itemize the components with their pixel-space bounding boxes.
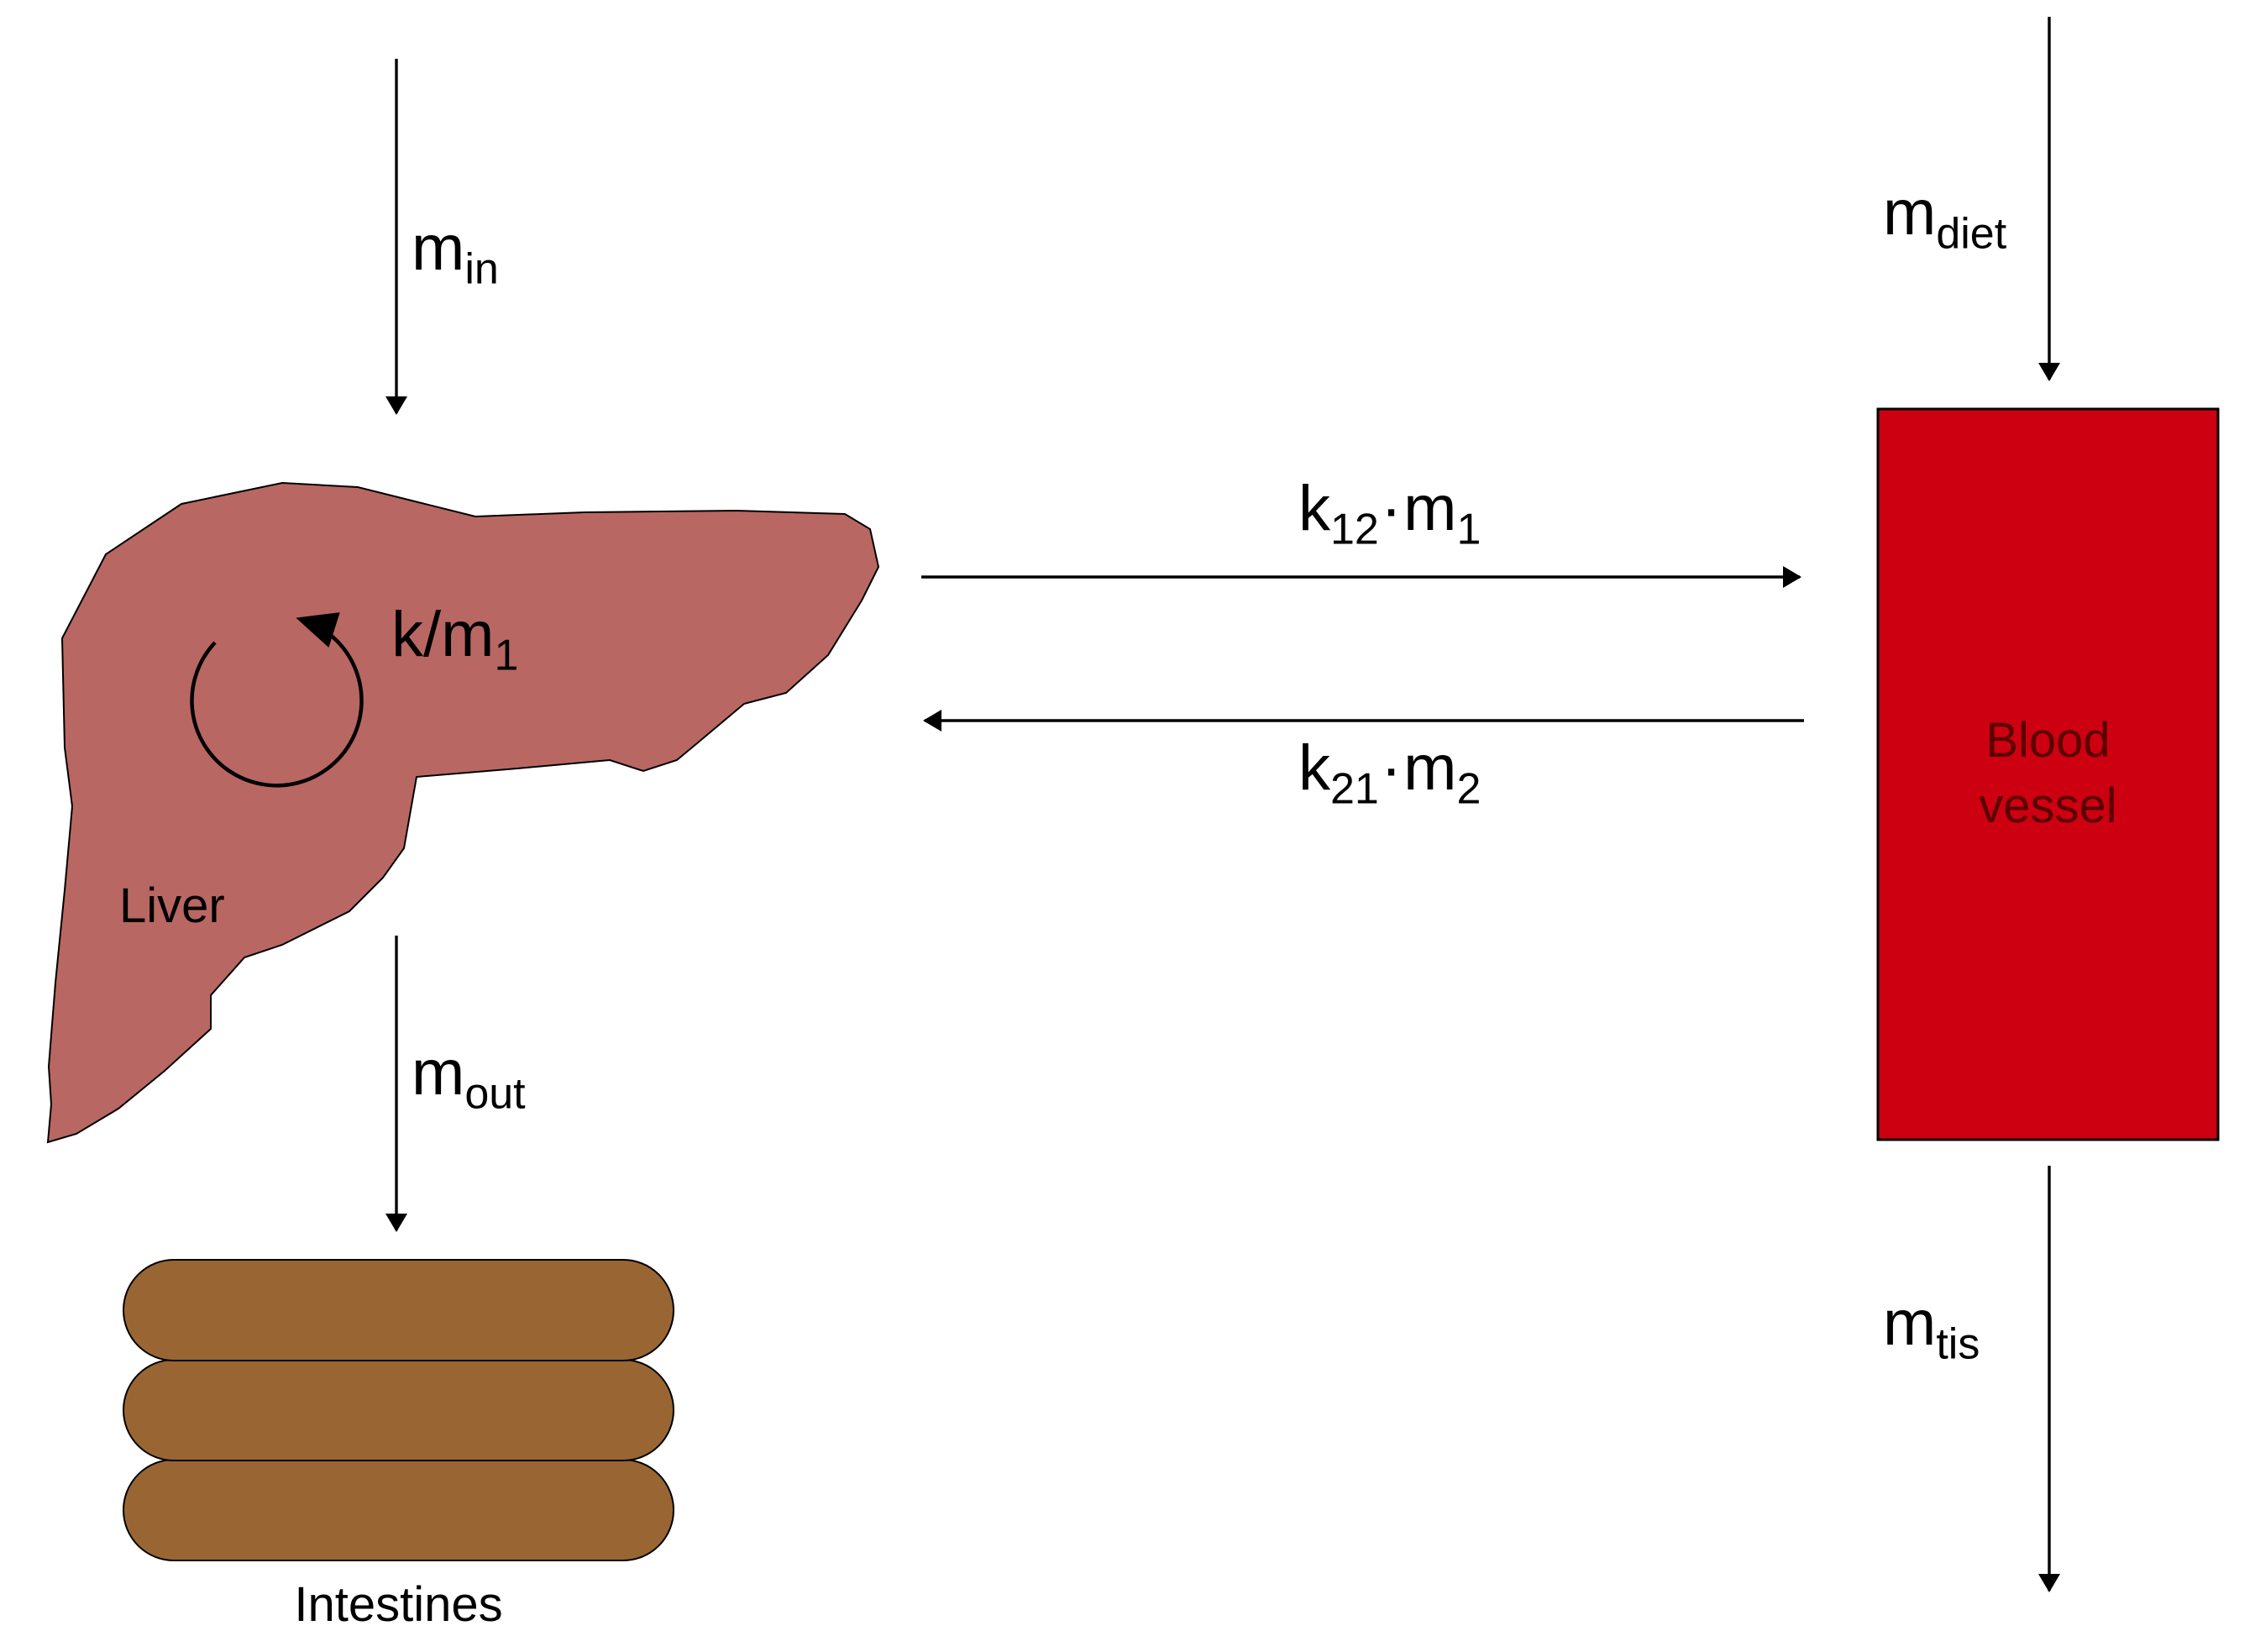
intestine-segment [123, 1459, 674, 1561]
m-in-label: min [412, 217, 499, 291]
k-m1-sub: 1 [494, 631, 519, 680]
k21-k: k [1298, 732, 1330, 804]
m-out-base: m [412, 1037, 465, 1109]
k12-k: k [1298, 473, 1330, 544]
k21-m2-label: k21·m2 [1298, 737, 1481, 811]
m-tis-sub: tis [1936, 1319, 1980, 1369]
k12-m-sub: 1 [1456, 505, 1481, 554]
m-diet-sub: diet [1936, 209, 2007, 259]
m-diet-base: m [1883, 177, 1937, 249]
m-tis-label: mtis [1883, 1292, 1980, 1366]
k-m1-base: k/m [391, 599, 495, 670]
k21-k-sub: 21 [1330, 764, 1379, 814]
m-diet-label: mdiet [1883, 181, 2006, 256]
k-m1-label: k/m1 [391, 603, 518, 678]
k21-m-sub: 2 [1456, 764, 1481, 814]
k12-m: m [1403, 473, 1457, 544]
blood-vessel-label-line2: vessel [1979, 779, 2117, 834]
intestines-label: Intestines [294, 1577, 503, 1632]
liver-label: Liver [119, 878, 225, 933]
k12-k-sub: 12 [1330, 505, 1379, 554]
blood-vessel-shape [1876, 407, 2220, 1141]
liver-shape [46, 481, 880, 1144]
m-tis-base: m [1883, 1288, 1937, 1359]
blood-vessel-label: Blood vessel [1878, 708, 2218, 840]
intestine-segment [123, 1359, 674, 1461]
k12-m1-label: k12·m1 [1298, 477, 1481, 552]
m-out-label: mout [412, 1041, 526, 1116]
k21-dot: · [1380, 732, 1403, 804]
m-in-sub: in [464, 244, 499, 294]
m-in-base: m [412, 212, 465, 284]
intestine-segment [123, 1259, 674, 1361]
blood-vessel-label-line1: Blood [1985, 713, 2111, 768]
k12-dot: · [1380, 473, 1403, 544]
cycle-arrow-icon [190, 612, 364, 788]
m-out-sub: out [464, 1069, 526, 1119]
k21-m: m [1403, 732, 1457, 804]
